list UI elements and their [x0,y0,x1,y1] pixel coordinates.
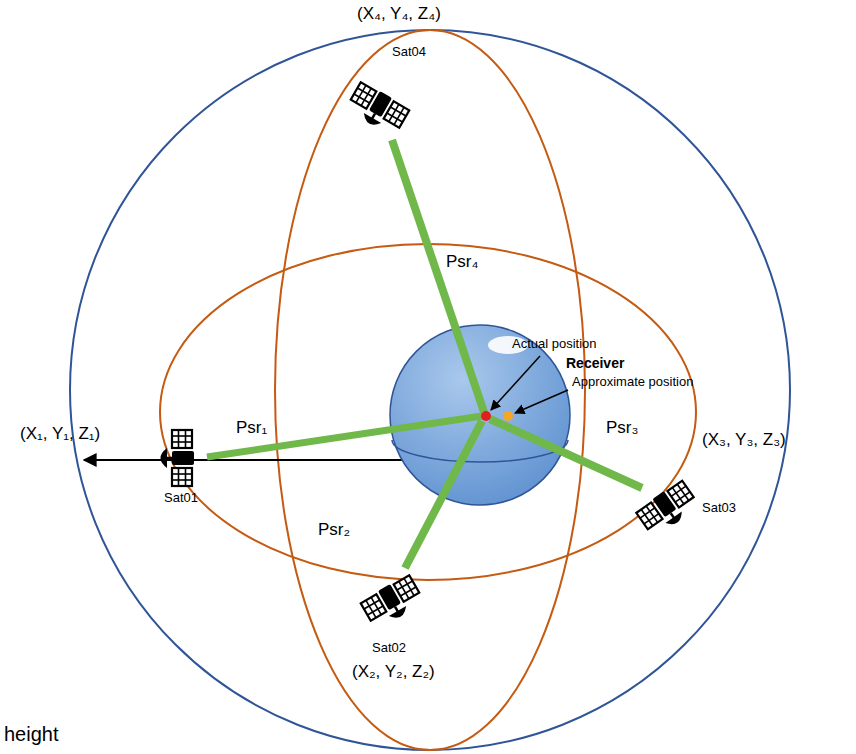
pseudorange-label: Psr₂ [318,520,350,540]
satellite-name: Sat04 [392,44,426,60]
position-label: Actual position [512,336,597,352]
pseudorange-label: Psr₁ [236,418,267,438]
position-label: Approximate position [572,374,693,390]
coordinate-label: (X₄, Y₄, Z₄) [357,4,441,24]
satellite-name: Sat03 [702,500,736,516]
axis-note: height [4,722,59,746]
coordinate-label: (X₁, Y₁, Z₁) [20,424,100,444]
coordinate-label: (X₂, Y₂, Z₂) [352,662,435,682]
satellite-name: Sat01 [164,490,198,506]
receiver-label: Receiver [566,355,624,372]
coordinate-label: (X₃, Y₃, Z₃) [702,430,786,450]
satellite-name: Sat02 [372,640,406,656]
pseudorange-label: Psr₃ [606,418,638,438]
pseudorange-label: Psr₄ [446,252,478,272]
